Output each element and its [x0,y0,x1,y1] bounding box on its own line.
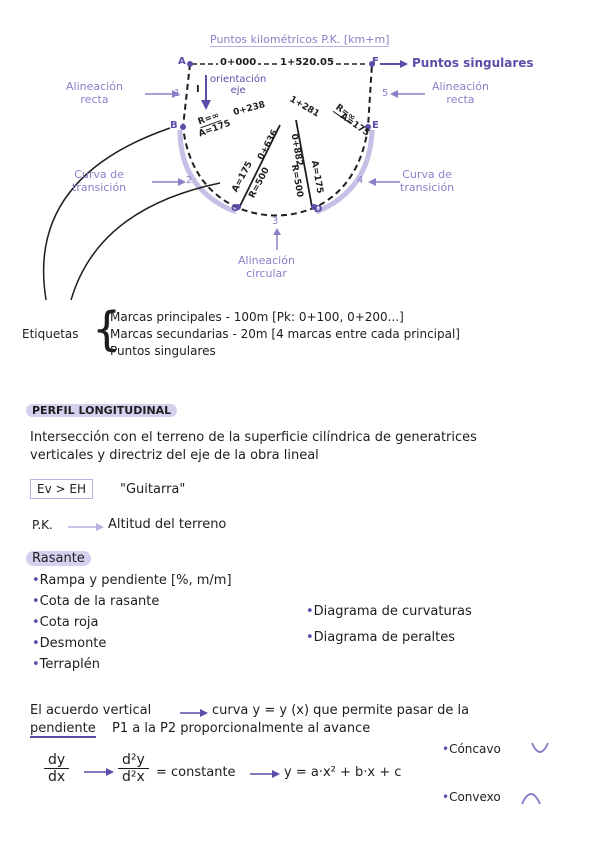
segment-1: 1 [174,88,181,99]
point-f: F [372,56,379,67]
guitarra: "Guitarra" [120,482,186,497]
ev-eh-box: Ev > EH [30,479,93,499]
convexo-icon [521,793,541,805]
d2x: d²x [122,769,145,785]
perfil-heading: PERFIL LONGITUDINAL [26,404,178,417]
etiquetas-item-3: Puntos singulares [110,344,216,358]
pk-a: 0+000 [218,57,259,68]
acuerdo-line-1b: curva y = y (x) que permite pasar de la [212,703,470,718]
arrow-to-etiquetas-2 [70,182,221,300]
etiquetas-item-1: Marcas principales - 100m [Pk: 0+100, 0+… [110,310,404,324]
derivative-arrow-2 [250,770,280,778]
formula: y = a·x² + b·x + c [284,765,402,780]
align-circular: Alineación circular [238,254,295,280]
point-c: C [231,203,239,214]
marker-i: I [196,84,200,95]
segment-2: 2 [186,175,193,186]
acuerdo-arrow-1 [180,709,208,717]
concavo-icon [531,742,549,753]
pk-arrow [68,523,104,531]
point-b-dot [180,124,186,130]
rasante-item-3: •Cota roja [32,615,99,630]
concavo-item: •Cóncavo [442,742,501,756]
pk-label: P.K. [32,518,53,532]
pk-f: 1+520.05 [278,57,336,68]
diagram-title: Puntos kilométricos P.K. [km+m] [210,33,390,47]
rasante-item-5: •Terraplén [32,657,100,672]
d2y: d²y [118,752,149,769]
orientation-label: orientación eje [210,74,267,96]
curve-right: Curva de transición [400,168,455,194]
segment-3: 3 [272,216,279,227]
rasante-heading: Rasante [26,551,91,566]
point-a: A [178,56,186,67]
align-right: Alineación recta [432,80,489,106]
arrow-to-etiquetas-1 [42,127,171,300]
alignment-diagram [42,60,425,300]
point-f-dot [369,61,375,67]
singular-points-label: Puntos singulares [412,56,534,70]
point-e-dot [365,124,371,130]
radial-d [295,119,313,208]
transition-arc-left [177,129,237,215]
point-a-dot [187,61,193,67]
point-d: D [314,204,323,215]
point-c-dot [235,204,241,210]
curve-left: Curva de transición [72,168,127,194]
acuerdo-pendiente: pendiente [30,721,96,738]
point-b: B [170,120,178,131]
rasante-item-4: •Desmonte [32,636,107,651]
perfil-line-1: Intersección con el terreno de la superf… [30,430,477,445]
etiquetas-brace: { [92,302,122,356]
derivative-arrow-1 [84,768,114,776]
point-d-dot [311,204,317,210]
transition-arc-right [315,129,375,215]
rasante-right-2: •Diagrama de peraltes [306,630,456,645]
align-left: Alineación recta [66,80,123,106]
rasante-right-1: •Diagrama de curvaturas [306,604,472,619]
alignment-path [181,63,373,217]
derivative-1: dy dx [44,752,70,785]
perfil-line-2: verticales y directriz del eje de la obr… [30,448,319,463]
segment-4: 4 [357,175,364,186]
convexo-item: •Convexo [442,790,501,804]
rasante-item-2: •Cota de la rasante [32,594,160,609]
etiquetas-label: Etiquetas [22,327,79,341]
rasante-item-1: •Rampa y pendiente [%, m/m] [32,573,232,588]
acuerdo-line-2b: P1 a la P2 proporcionalmente al avance [112,721,371,736]
acuerdo-line-1a: El acuerdo vertical [30,703,152,718]
constante: = constante [156,765,236,780]
point-e: E [372,120,379,131]
derivative-2: d²y d²x [118,752,149,785]
segment-5: 5 [382,88,389,99]
dx: dx [48,769,66,785]
radial-c [239,124,281,207]
etiquetas-item-2: Marcas secundarias - 20m [4 marcas entre… [110,327,460,341]
dy: dy [44,752,70,769]
altitud-label: Altitud del terreno [108,517,227,532]
